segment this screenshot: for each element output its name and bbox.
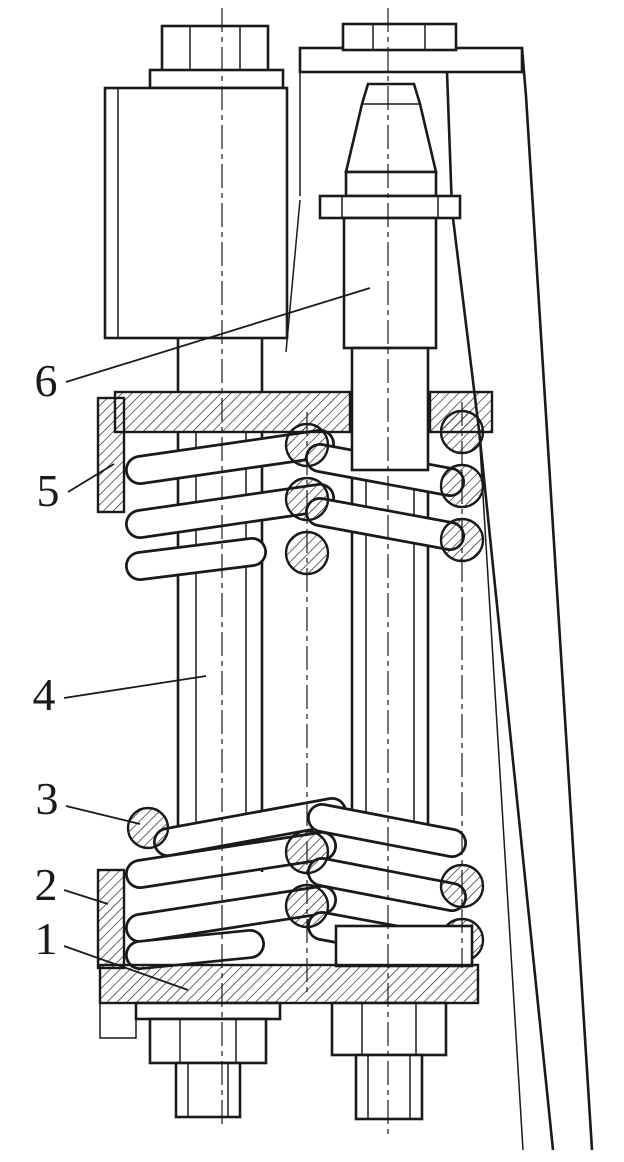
spring-coil [307, 499, 463, 549]
spring-coil [127, 931, 263, 968]
seat-flange-left [113, 390, 352, 434]
seat-side-tab [96, 868, 126, 970]
top-plate-assembly [285, 22, 524, 353]
bolt-head [330, 1001, 448, 1057]
mounting-block [103, 86, 289, 340]
leader-line-6 [65, 287, 371, 383]
callouts: 6 5 4 3 2 1 [33, 287, 371, 991]
leader-line-4 [63, 675, 207, 699]
lower-spring-seat [96, 868, 126, 970]
callout-label-5: 5 [37, 465, 60, 516]
bottom-left-bolt [134, 1001, 282, 1119]
leader-line-2 [63, 889, 109, 905]
bolt-head [148, 1017, 268, 1065]
leader-line-3 [65, 805, 141, 825]
seat-side-tab [96, 396, 126, 514]
washer [134, 1001, 282, 1021]
callout-label-4: 4 [33, 669, 56, 720]
centerlines [221, 8, 463, 1138]
panel-outer-edge [520, 47, 594, 1151]
bolt-shank [174, 1061, 242, 1119]
bolt-head [160, 24, 270, 74]
callout-label-2: 2 [35, 859, 58, 910]
callout-label-1: 1 [35, 913, 58, 964]
leader-line-5 [67, 463, 115, 493]
bottom-right-bolt [330, 1001, 448, 1121]
panel-mid-line [478, 429, 524, 1151]
bolt-shank [354, 1053, 424, 1121]
plate-step-edge [99, 1003, 137, 1039]
valve-tappet [318, 82, 462, 472]
block-body [103, 86, 289, 340]
top-right-bolt-head [341, 22, 458, 52]
base-plate [98, 963, 480, 1039]
tappet-stem [350, 346, 430, 472]
leader-line-1 [63, 945, 189, 991]
callout-label-6: 6 [35, 355, 58, 406]
base-plate-section [98, 963, 480, 1005]
top-plate [298, 46, 524, 74]
tappet-neck [344, 170, 438, 198]
washer [148, 68, 285, 90]
top-left-bolt-assembly [148, 24, 285, 90]
seat-flange-right [428, 390, 494, 434]
spring-coil [127, 539, 265, 579]
tappet-body [342, 216, 438, 350]
panel-inner-edge [445, 71, 555, 1151]
upper-spring-seat [96, 390, 494, 514]
boss-slant-edge [285, 199, 301, 353]
spring-wire-section-item3 [126, 806, 170, 850]
side-panel [445, 47, 594, 1151]
tappet-collar [318, 194, 462, 220]
spring-coil [309, 805, 465, 856]
spring-coil [309, 859, 465, 910]
stem-foot-block [334, 924, 474, 968]
callout-label-3: 3 [36, 773, 59, 824]
spring-coil [155, 799, 345, 855]
